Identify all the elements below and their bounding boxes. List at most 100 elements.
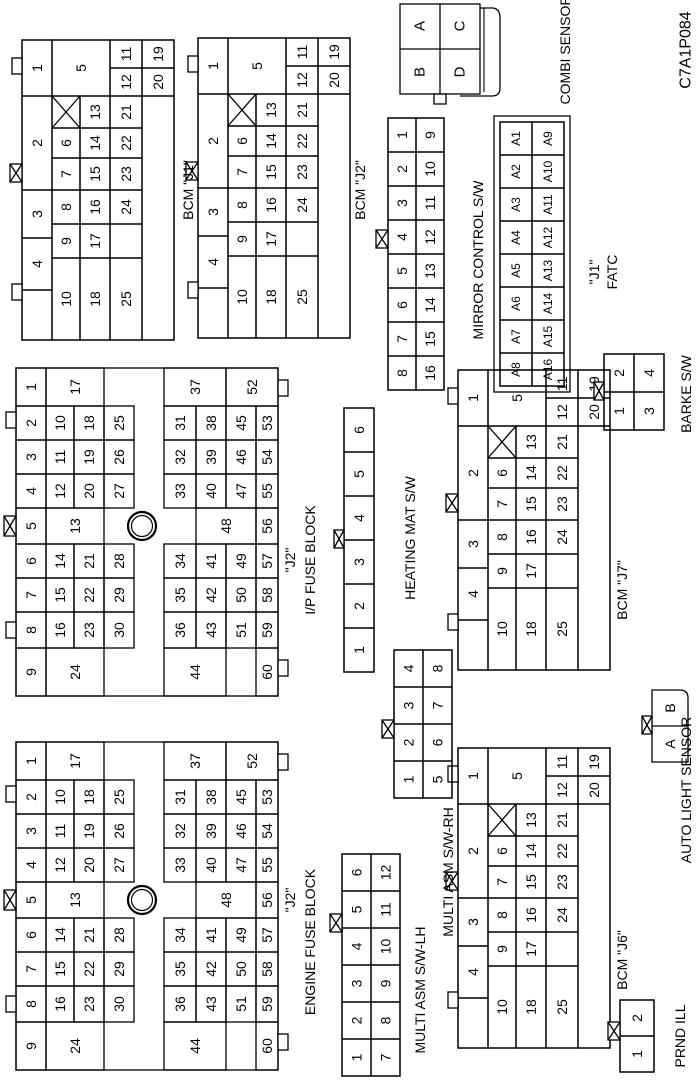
- pin-label: 22: [81, 961, 97, 977]
- pin-label: 28: [111, 553, 127, 569]
- pin-label: 1: [349, 1053, 365, 1061]
- pin-label: 52: [244, 379, 260, 395]
- empty-cell-cross: [487, 803, 517, 837]
- pin-label: 56: [259, 892, 275, 908]
- key-tab: [277, 659, 289, 677]
- key-tab: [277, 1033, 289, 1051]
- pin-cell: [163, 647, 227, 697]
- pin-label: 15: [523, 874, 539, 890]
- pin-cell: [103, 847, 135, 883]
- pin-label: 12: [378, 865, 394, 881]
- pin-label: 3: [394, 199, 410, 207]
- connector-title: MULTI ASM S/W-RH: [440, 807, 456, 936]
- pin-label: 3: [23, 827, 39, 835]
- pin-cell: [45, 1021, 105, 1071]
- connector-tag: "J2": [282, 548, 298, 573]
- pin-label: 43: [203, 996, 219, 1012]
- pin-label: 14: [52, 927, 68, 943]
- pin-label: 21: [554, 812, 570, 828]
- key-tab: [447, 765, 459, 783]
- pin-label: 40: [203, 857, 219, 873]
- pin-label: 26: [111, 449, 127, 465]
- pin-label: 10: [378, 939, 394, 955]
- pin-label: 11: [52, 824, 68, 839]
- empty-cell: [457, 997, 489, 1049]
- pin-label: 19: [81, 449, 97, 465]
- pin-label: 25: [111, 789, 127, 805]
- pin-label: 7: [234, 168, 250, 176]
- pin-label: 16: [523, 529, 539, 545]
- connector-title: BARKE S/W: [678, 354, 694, 433]
- pin-label: 1: [394, 131, 410, 139]
- pin-label: A8: [509, 362, 523, 377]
- lock-cross: [607, 1021, 621, 1041]
- key-tab: [5, 411, 17, 429]
- engine_fuse_block: 1234567891710111213141516181920212223242…: [3, 741, 289, 1071]
- pin-label: 13: [263, 102, 279, 118]
- pin-label: 31: [172, 789, 188, 805]
- pin-label: 11: [554, 377, 570, 392]
- pin-label: 14: [523, 843, 539, 859]
- pin-label: 17: [87, 233, 103, 249]
- pin-label: 4: [351, 514, 367, 522]
- pin-label: 15: [422, 331, 438, 347]
- pin-label: 6: [494, 469, 510, 477]
- pin-label: 12: [52, 483, 68, 499]
- pin-label: 6: [23, 557, 39, 565]
- pin-label: 48: [218, 518, 234, 534]
- pin-label: A14: [541, 293, 555, 315]
- pin-label: 50: [233, 587, 249, 603]
- pin-label: 20: [81, 483, 97, 499]
- connector-tag: "J2": [282, 888, 298, 913]
- pin-label: 22: [294, 133, 310, 149]
- pin-label: 23: [81, 996, 97, 1012]
- pin-label: 27: [111, 483, 127, 499]
- connector-outline: [651, 689, 689, 763]
- pin-label: 10: [58, 291, 74, 307]
- pin-label: 4: [641, 369, 657, 377]
- pin-label: 57: [259, 927, 275, 943]
- pin-label: A9: [541, 131, 555, 146]
- pin-label: 3: [349, 979, 365, 987]
- pin-label: 17: [67, 753, 83, 769]
- pin-label: 10: [494, 999, 510, 1015]
- pin-label: 3: [465, 918, 481, 926]
- pin-label: A5: [509, 263, 523, 278]
- pin-label: 3: [401, 701, 417, 709]
- lock-cross: [333, 529, 345, 549]
- pin-label: 7: [58, 170, 74, 178]
- pin-label: 26: [111, 823, 127, 839]
- pin-label: 29: [111, 587, 127, 603]
- pin-label: 6: [494, 847, 510, 855]
- pin-label: 58: [259, 587, 275, 603]
- pin-label: 25: [554, 999, 570, 1015]
- pin-label: A7: [509, 329, 523, 344]
- lock-cross: [185, 161, 199, 181]
- pin-label: 9: [378, 979, 394, 987]
- pin-label: 23: [554, 496, 570, 512]
- connector-title: I/P FUSE BLOCK: [302, 505, 318, 615]
- pin-label: 4: [29, 260, 45, 268]
- pin-label: A10: [541, 161, 555, 183]
- pin-label: 8: [58, 203, 74, 211]
- pin-label: 22: [81, 587, 97, 603]
- pin-label: 59: [259, 996, 275, 1012]
- pin-label: 16: [263, 197, 279, 213]
- key-tab: [433, 93, 447, 105]
- pin-label: 59: [259, 622, 275, 638]
- pin-label: 60: [259, 664, 275, 680]
- empty-cell-cross: [227, 93, 257, 127]
- pin-label: 5: [23, 522, 39, 530]
- pin-label: 24: [67, 1038, 83, 1054]
- pin-cell: [422, 760, 453, 799]
- pin-label: 42: [203, 587, 219, 603]
- key-tab: [187, 281, 199, 299]
- pin-label: 15: [87, 166, 103, 182]
- pin-label: 8: [430, 664, 446, 672]
- pin-label: 2: [401, 738, 417, 746]
- pin-label: 19: [150, 46, 166, 62]
- pin-label: 12: [422, 229, 438, 245]
